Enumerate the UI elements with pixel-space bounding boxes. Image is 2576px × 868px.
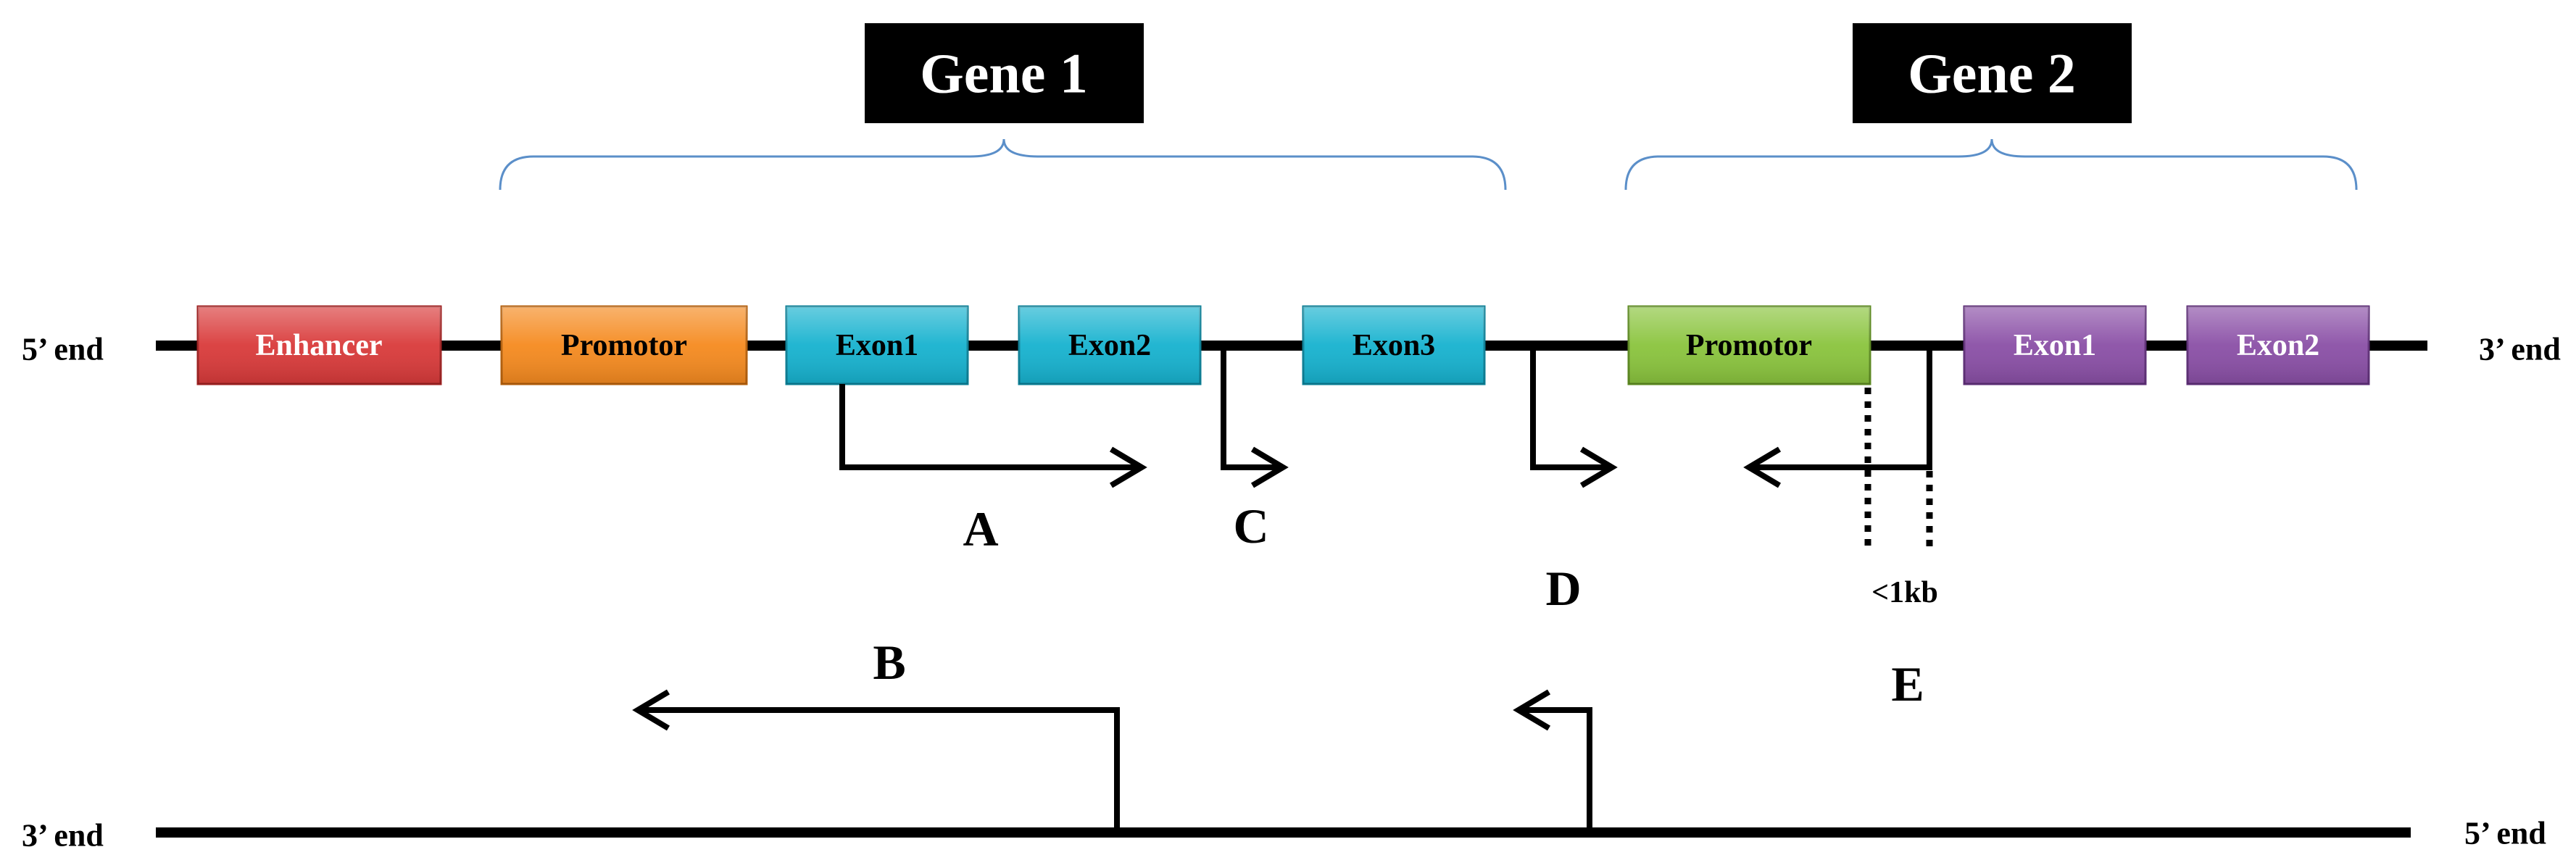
arrow-c	[1221, 346, 1279, 470]
gene-1-exon2-label: Exon2	[1068, 329, 1151, 362]
label-e: E	[1891, 656, 1924, 711]
top-strand-3-end-label: 3’ end	[2479, 332, 2561, 367]
gene-2-title-text: Gene 2	[1908, 42, 2076, 105]
gene-2-exon1-label: Exon1	[2014, 329, 2096, 362]
gene-2-exon2-label: Exon2	[2237, 329, 2319, 362]
gene-1-exon1-box: Exon1	[785, 305, 969, 385]
bottom-strand-3-end-label: 3’ end	[22, 818, 104, 854]
label-b: B	[873, 635, 905, 690]
gene-1-title-text: Gene 1	[920, 42, 1088, 105]
gene-1-exon3-label: Exon3	[1353, 329, 1435, 362]
arrow-a-head	[1109, 446, 1147, 488]
enhancer-label: Enhancer	[255, 329, 382, 362]
arrow-a	[839, 384, 1138, 470]
bottom-strand-5-end-label: 5’ end	[2464, 816, 2546, 851]
arrow-bottom-short	[1522, 707, 1592, 832]
gene-1-promotor-label: Promotor	[561, 329, 687, 362]
arrow-e	[1753, 346, 1932, 470]
distance-label: <1kb	[1871, 576, 1938, 609]
arrow-c-head	[1250, 446, 1289, 488]
gene-2-brace	[1624, 138, 2358, 191]
gene-1-promotor-box: Promotor	[500, 305, 748, 385]
label-a: A	[963, 501, 998, 556]
gene-1-title: Gene 1	[865, 23, 1144, 123]
gene-2-promotor-label: Promotor	[1686, 329, 1812, 362]
label-d: D	[1545, 561, 1581, 616]
gene-2-title-box	[1853, 23, 2132, 123]
arrow-d	[1530, 346, 1608, 470]
enhancer-box: Enhancer	[196, 305, 442, 385]
top-strand-5-end-label: 5’ end	[22, 332, 104, 367]
gene-2-title: Gene 2	[1853, 23, 2132, 123]
gene-1-exon1-label: Exon1	[836, 329, 918, 362]
gene-1-exon3-box: Exon3	[1302, 305, 1486, 385]
arrow-b	[641, 707, 1120, 832]
gene-1-exon2-box: Exon2	[1018, 305, 1202, 385]
arrow-b-head	[632, 689, 670, 731]
arrow-e-head	[1743, 446, 1782, 488]
arrow-bottom-short-head	[1513, 689, 1551, 731]
gene-2-exon1-box: Exon1	[1963, 305, 2147, 385]
gene-2-promotor-box: Promotor	[1627, 305, 1871, 385]
arrow-d-head	[1579, 446, 1618, 488]
label-c: C	[1233, 498, 1268, 554]
gene-1-title-box	[865, 23, 1144, 123]
gene-1-brace	[499, 138, 1507, 191]
gene-2-exon2-box: Exon2	[2186, 305, 2370, 385]
